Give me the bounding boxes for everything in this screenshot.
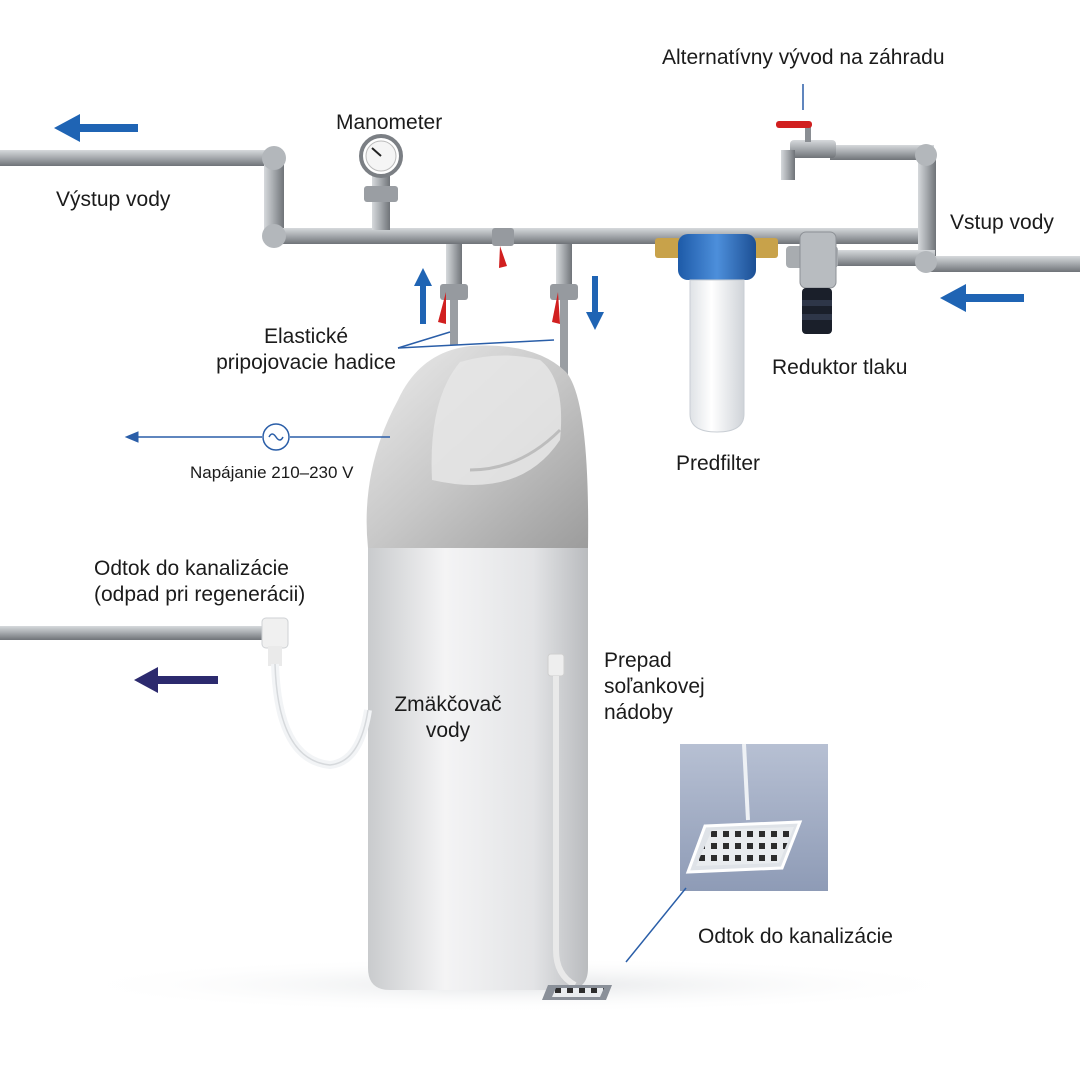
- regeneration-drain-label-line1: Odtok do kanalizácie: [94, 557, 289, 580]
- water-softener-cabinet: [366, 345, 589, 990]
- manometer-label: Manometer: [336, 111, 443, 134]
- power-supply-line: [124, 423, 390, 451]
- flow-arrow-in: [940, 284, 1024, 312]
- main-valve: [492, 228, 514, 268]
- floor-drain-small: [542, 985, 612, 1000]
- flow-arrow-up: [414, 268, 432, 324]
- drain-pipe-left: [0, 617, 372, 770]
- softener-label: Zmäkčovač vody: [378, 692, 518, 744]
- flow-arrow-out: [54, 114, 138, 142]
- flexible-hoses-label: Elastické pripojovacie hadice: [210, 324, 402, 376]
- drain-arrow: [134, 667, 218, 693]
- pressure-reducer-label: Reduktor tlaku: [772, 356, 908, 379]
- water-outlet-label: Výstup vody: [56, 188, 171, 211]
- softener-label-line2: vody: [425, 719, 471, 742]
- softener-label-line1: Zmäkčovač: [394, 693, 502, 716]
- brine-overflow-label-line1: Prepad: [604, 649, 672, 672]
- floor-drain-label: Odtok do kanalizácie: [698, 925, 893, 948]
- brine-overflow-label: Prepad soľankovej nádoby: [604, 648, 705, 726]
- prefilter-label: Predfilter: [676, 452, 761, 475]
- brine-overflow-label-line3: nádoby: [604, 701, 673, 724]
- garden-tap: [776, 121, 836, 180]
- pressure-reducer-unit: [786, 231, 838, 334]
- overflow-hose: [547, 653, 577, 988]
- water-inlet-label: Vstup vody: [950, 211, 1054, 234]
- flexible-hoses-label-line2: pripojovacie hadice: [216, 351, 396, 374]
- manometer-gauge: [359, 134, 403, 230]
- power-supply-label: Napájanie 210–230 V: [190, 463, 354, 482]
- softener-connections: [438, 244, 578, 390]
- garden-outlet-label: Alternatívny vývod na záhradu: [662, 46, 945, 69]
- leader-lines: [397, 84, 804, 963]
- flow-arrow-down: [586, 276, 604, 330]
- regeneration-drain-label: Odtok do kanalizácie (odpad pri regenerá…: [94, 556, 305, 608]
- prefilter-unit: [655, 234, 778, 433]
- regeneration-drain-label-line2: (odpad pri regenerácii): [94, 583, 306, 606]
- brine-overflow-label-line2: soľankovej: [604, 675, 705, 698]
- floor-drain-photo: [680, 743, 828, 891]
- flexible-hoses-label-line1: Elastické: [263, 325, 349, 348]
